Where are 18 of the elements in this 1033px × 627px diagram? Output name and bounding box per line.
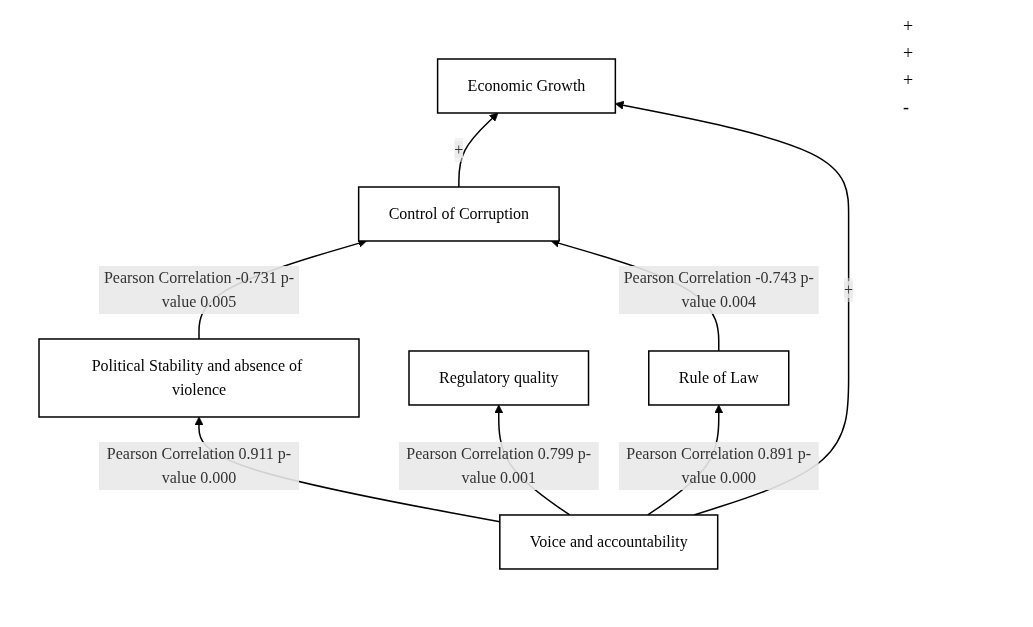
sign-label: + — [903, 43, 915, 64]
sign-label: + — [903, 70, 915, 91]
edge-label: Pearson Correlation -0.743 p-value 0.004 — [624, 268, 815, 310]
node-box: Voice and accountability — [499, 513, 719, 570]
edge-label: Pearson Correlation 0.891 p-value 0.000 — [626, 444, 812, 486]
edge-label: + — [454, 140, 464, 158]
edge-label: Pearson Correlation -0.731 p-value 0.005 — [104, 268, 295, 310]
edge-label: Pearson Correlation 0.911 p-value 0.000 — [107, 444, 292, 486]
sign-label: - — [903, 97, 910, 118]
arrow — [458, 112, 499, 188]
edge-label: Pearson Correlation 0.799 p-value 0.001 — [406, 444, 592, 486]
edge-label: + — [844, 280, 854, 298]
node-box: Rule of Law — [648, 349, 790, 406]
node-box: Regulatory quality — [408, 349, 590, 406]
sign-label: + — [903, 16, 915, 37]
node-box: Political Stability and absence of violence — [38, 337, 361, 418]
node-box: Control of Corruption — [358, 185, 561, 242]
node-box: Economic Growth — [437, 57, 617, 114]
